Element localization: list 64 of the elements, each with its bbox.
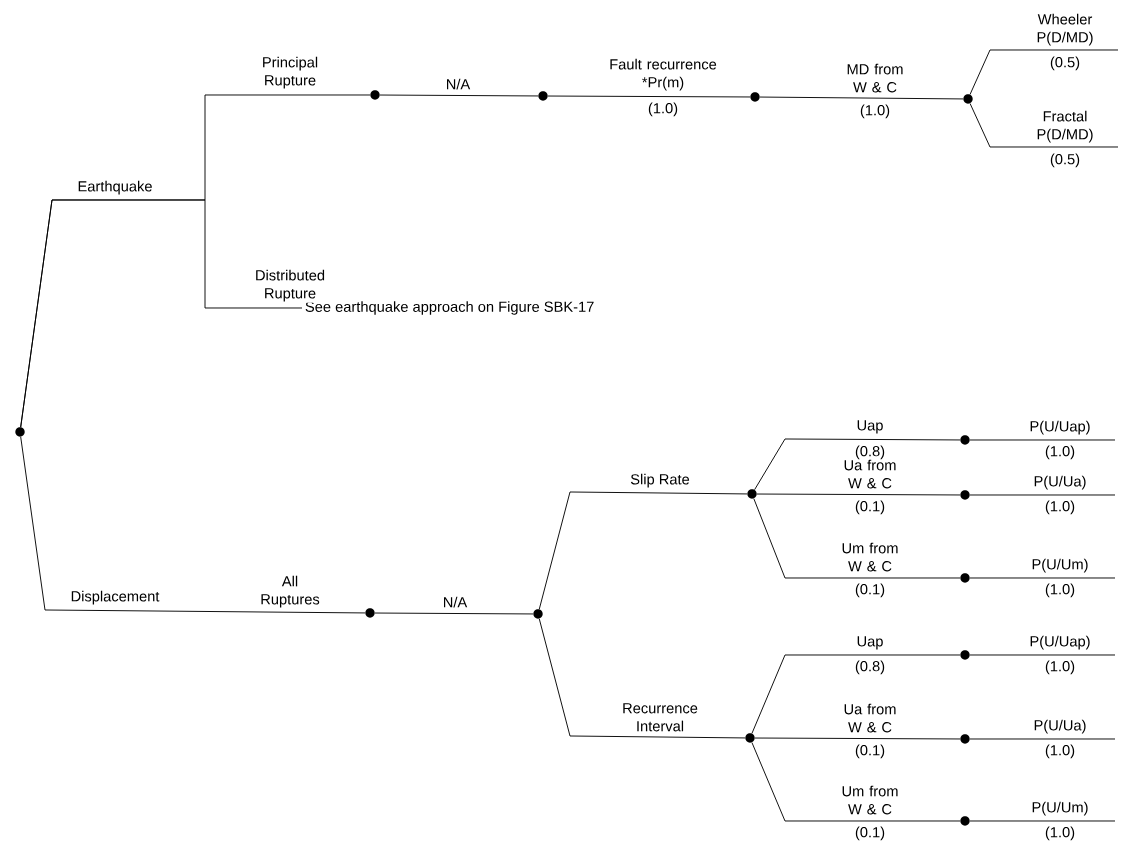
branch-line (20, 199, 303, 428)
edge-label: P(U/Um) (1030, 557, 1090, 574)
edge-label: P(U/Ua) (1032, 474, 1088, 491)
branch-line (753, 498, 961, 579)
branch-label: (0.5) (1050, 153, 1080, 168)
branch-line (756, 493, 961, 496)
branch-label: (1.0) (1045, 500, 1075, 515)
edge-label: P(U/Uap) (1028, 634, 1092, 651)
branch-line (751, 742, 961, 822)
edge-label: P(U/Uap) (1028, 419, 1092, 436)
branch-line (969, 439, 1116, 441)
edge-label: Slip Rate (628, 472, 692, 489)
branch-label: (0.1) (855, 744, 885, 759)
edge-label: N/A (441, 595, 469, 609)
branch-label: (1.0) (1045, 445, 1075, 460)
edge-label: P(U/Um) (1030, 800, 1090, 817)
branch-label: (0.1) (855, 826, 885, 841)
branch-line (20, 436, 366, 614)
branch-label: (1.0) (1045, 583, 1075, 598)
branch-line (754, 438, 961, 491)
branch-label: (1.0) (1045, 744, 1075, 759)
edge-label: Um from W & C (835, 784, 905, 816)
edge-label: Uap (855, 634, 885, 651)
edge-label: MD from W & C (837, 62, 913, 94)
branch-line (969, 820, 1116, 822)
branch-line (969, 738, 1116, 740)
edge-label: Uap (855, 418, 885, 435)
branch-line (969, 49, 1119, 95)
branch-line (374, 612, 534, 615)
branch-line (969, 577, 1116, 579)
branch-label: (1.0) (648, 102, 678, 117)
branch-line (751, 654, 961, 734)
edge-label: Ua from W & C (835, 458, 905, 490)
branch-label: (1.0) (860, 104, 890, 119)
branch-label: Earthquake (78, 180, 152, 195)
branch-label: (0.1) (855, 500, 885, 515)
branch-line (969, 494, 1116, 496)
branch-label: (1.0) (1045, 826, 1075, 841)
branch-label: (0.1) (855, 583, 885, 598)
branch-line (759, 96, 964, 100)
branch-label: (1.0) (1045, 660, 1075, 675)
branch-line (538, 491, 748, 610)
branch-label: (0.5) (1050, 56, 1080, 71)
edge-label: Fractal P(D/MD) (1025, 109, 1105, 144)
branch-label: (0.8) (855, 660, 885, 675)
edge-label: P(U/Ua) (1032, 718, 1088, 735)
branch-line (969, 103, 1119, 148)
branch-line (538, 618, 746, 739)
edge-label: Principal Rupture (252, 55, 328, 90)
edge-label: Displacement (69, 589, 161, 606)
edge-label: Wheeler P(D/MD) (1025, 12, 1105, 47)
branch-label: All Ruptures (261, 575, 320, 608)
branch-label: (0.8) (855, 445, 885, 460)
note-text: See earthquake approach on Figure SBK-17 (305, 301, 594, 315)
edge-label: Um from W & C (835, 541, 905, 573)
edge-label: Distributed Rupture (250, 268, 330, 303)
branch-line (379, 94, 539, 97)
branch-line (969, 654, 1116, 656)
edge-label: Recurrence Interval (613, 701, 707, 733)
edge-label: Fault recurrence *Pr(m) (597, 57, 729, 92)
edge-label: Ua from W & C (835, 702, 905, 734)
edge-label: N/A (444, 77, 472, 91)
branch-line (754, 737, 961, 740)
branch-line (547, 95, 751, 98)
